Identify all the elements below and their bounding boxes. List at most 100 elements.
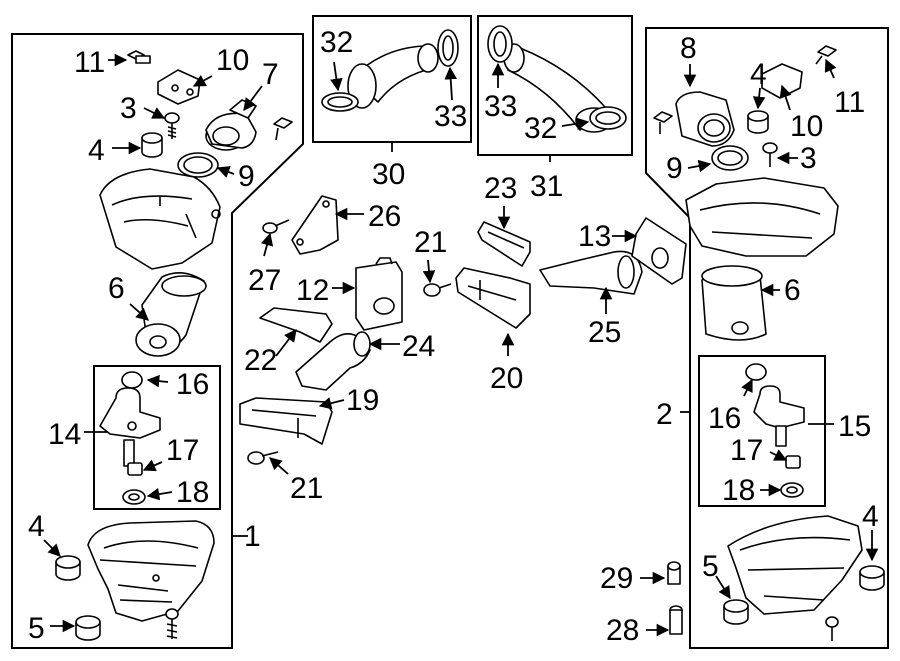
callout-10-right: 10 — [790, 110, 823, 143]
drain-valve-assembly-part-15 — [745, 363, 805, 447]
duct-bracket-part-19 — [239, 397, 333, 445]
callout-18-right: 18 — [722, 474, 755, 507]
callout-22: 22 — [244, 344, 277, 377]
callout-5-right: 5 — [702, 550, 719, 583]
callout-32-right: 32 — [524, 112, 557, 145]
bolt-part-small-right — [653, 111, 673, 134]
callout-1: 1 — [244, 520, 261, 553]
spacer-part-17-right — [785, 455, 801, 469]
callout-33-left: 33 — [434, 100, 467, 133]
callout-6-left: 6 — [108, 272, 125, 305]
screw-part-3-right — [762, 142, 778, 167]
air-filter-element-part-6-left — [135, 272, 207, 357]
duct-channel-part-23 — [477, 221, 531, 267]
washer-part-18-right — [780, 482, 804, 498]
grommet-part-5-left — [75, 615, 101, 641]
callout-5-left: 5 — [28, 612, 45, 645]
callout-3-left: 3 — [120, 92, 137, 125]
callout-17-right: 17 — [730, 434, 763, 467]
callout-30: 30 — [372, 158, 405, 191]
air-cleaner-housing-lower-part-2 — [727, 515, 863, 615]
screw-part-21-lower — [247, 451, 279, 465]
callout-32-left: 32 — [320, 26, 353, 59]
mass-air-flow-sensor-part-7 — [205, 99, 257, 151]
drain-valve-assembly-part-14 — [99, 371, 161, 467]
callout-33-right: 33 — [484, 90, 517, 123]
seal-ring-part-9-left — [177, 152, 219, 178]
hose-clamp-part-33-right — [487, 25, 513, 63]
callout-numbers: 11 10 7 3 4 9 6 16 14 17 18 1 4 5 32 33 … — [28, 26, 879, 647]
grommet-part-5-right — [723, 599, 749, 625]
callout-31: 31 — [530, 170, 563, 203]
bolt-part-11-left — [127, 50, 151, 64]
callout-3-right: 3 — [800, 142, 817, 175]
right-assembly-box — [645, 27, 889, 649]
callout-21-lower: 21 — [290, 472, 323, 505]
callout-25: 25 — [588, 316, 621, 349]
air-cleaner-cover-part-left — [99, 168, 221, 270]
callout-27: 27 — [248, 264, 281, 297]
callout-21-upper: 21 — [414, 226, 447, 259]
mass-air-flow-sensor-part-8 — [675, 91, 735, 147]
air-cleaner-housing-lower-part-1 — [87, 520, 215, 622]
callout-17-left: 17 — [166, 434, 199, 467]
callout-2: 2 — [656, 398, 673, 431]
callout-28: 28 — [606, 614, 639, 647]
hose-clamp-part-33-left — [437, 29, 459, 67]
callout-18-left: 18 — [176, 476, 209, 509]
bolt-part-lower-left — [165, 608, 179, 639]
callout-6-right: 6 — [784, 274, 801, 307]
left-assembly-box — [11, 33, 304, 649]
left-drain-valve-box — [93, 365, 221, 510]
grommet-part-4-right-lower — [859, 565, 885, 591]
screw-part-3-left — [164, 112, 180, 139]
duct-housing-part-20 — [455, 267, 531, 329]
bolt-part-small-left — [273, 117, 293, 141]
leader-lines — [43, 53, 879, 637]
callout-11-left: 11 — [74, 46, 105, 79]
callout-13: 13 — [578, 220, 611, 253]
callout-15: 15 — [838, 410, 871, 443]
mount-bracket-part-10-right — [761, 63, 803, 99]
callout-11-right: 11 — [834, 86, 865, 119]
callout-4-left-lower: 4 — [28, 510, 45, 543]
callout-19: 19 — [346, 384, 379, 417]
screw-part-27 — [262, 219, 290, 234]
callout-4-left-upper: 4 — [88, 134, 105, 167]
bolt-part-11-right — [815, 45, 837, 65]
grommet-part-4-left-lower — [55, 555, 81, 581]
callout-23: 23 — [484, 172, 517, 205]
callout-20: 20 — [490, 362, 523, 395]
hose-clamp-part-32-right — [589, 106, 627, 130]
callout-16-left: 16 — [176, 368, 209, 401]
callout-7: 7 — [262, 58, 279, 91]
callout-4-right-lower: 4 — [862, 500, 879, 533]
seal-plate-part-13 — [631, 217, 687, 285]
right-drain-valve-box — [698, 355, 826, 507]
washer-part-18-left — [122, 489, 146, 505]
grommet-part-4-right-upper — [747, 110, 769, 134]
callout-12: 12 — [296, 274, 329, 307]
grommet-part-4-left-upper — [141, 132, 163, 158]
duct-support-part-22 — [259, 307, 333, 343]
bolt-part-29 — [667, 561, 681, 585]
mount-bracket-part-10-left — [157, 69, 201, 105]
callout-29: 29 — [600, 562, 633, 595]
screw-part-21-upper — [423, 283, 452, 297]
hose-31-box — [477, 15, 633, 156]
air-duct-part-24 — [295, 331, 371, 391]
callout-24: 24 — [402, 330, 435, 363]
callout-9-left: 9 — [238, 160, 255, 193]
stud-part-28 — [669, 605, 683, 635]
hose-clamp-part-32-left — [321, 92, 359, 112]
callout-14: 14 — [48, 418, 81, 451]
callout-9-right: 9 — [666, 152, 683, 185]
callout-4-right-upper: 4 — [750, 58, 767, 91]
resonator-part-12 — [355, 257, 403, 331]
callout-26: 26 — [368, 200, 401, 233]
callout-10-left: 10 — [216, 44, 249, 77]
intake-hose-part-30 — [347, 43, 439, 109]
callout-16-right: 16 — [708, 402, 741, 435]
bracket-part-26 — [291, 195, 339, 255]
